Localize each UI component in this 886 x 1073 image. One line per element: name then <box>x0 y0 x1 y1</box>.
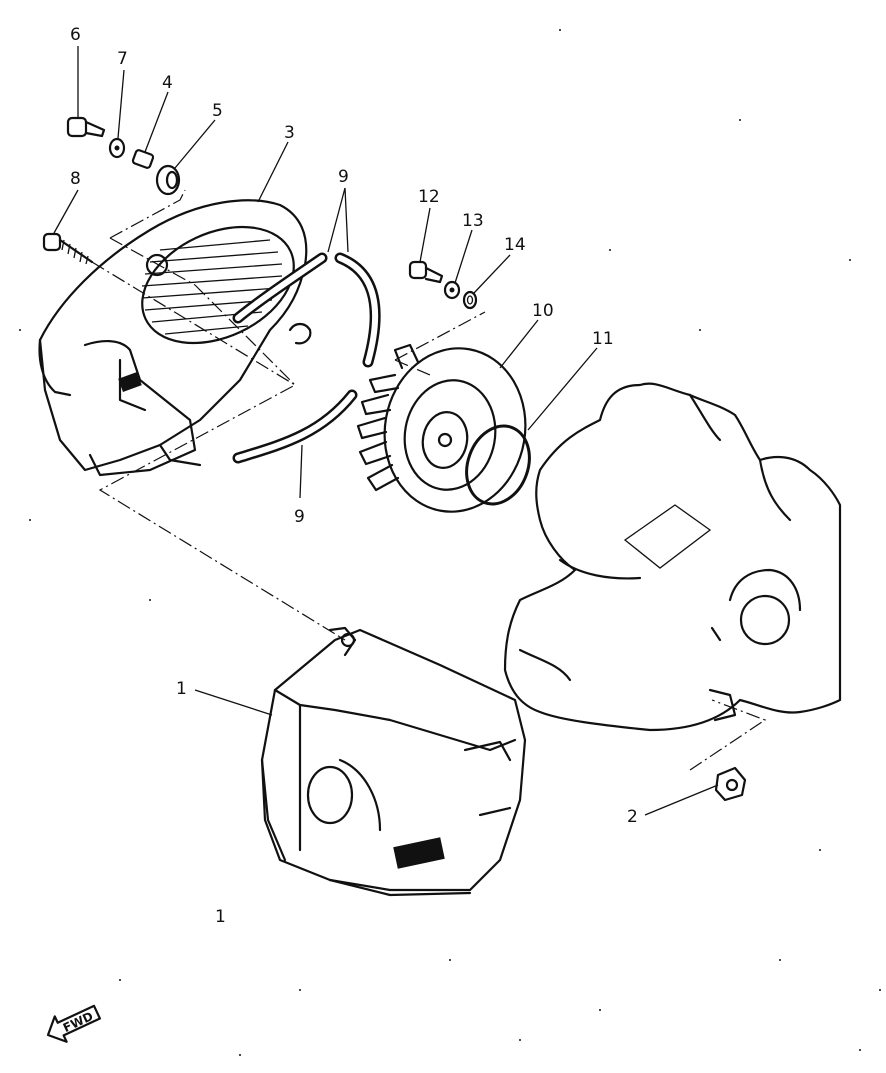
callout-2: 2 <box>627 807 638 827</box>
fan-cover-part-3 <box>38 199 312 477</box>
callout-1: 1 <box>176 679 187 699</box>
scan-specks <box>19 29 881 1056</box>
callout-labels: 6 7 4 5 3 8 9 9 12 13 14 10 11 1 1 2 <box>70 25 638 927</box>
washer-part-13 <box>443 280 461 300</box>
bolt-part-12 <box>408 260 444 284</box>
callout-14: 14 <box>504 235 526 255</box>
assembly-lines <box>91 189 767 771</box>
engine-crankcase <box>503 382 842 732</box>
fwd-arrow-badge: FWD <box>46 1004 101 1043</box>
callout-13: 13 <box>462 211 484 231</box>
callout-9-top: 9 <box>338 167 349 187</box>
hose-part-9 <box>232 252 381 464</box>
callout-1-lower: 1 <box>215 907 226 927</box>
screw-part-8 <box>42 232 94 265</box>
callout-3: 3 <box>284 123 295 143</box>
cylinder-shroud-part-1 <box>260 626 527 897</box>
callout-11: 11 <box>592 329 614 349</box>
leader-lines <box>53 46 719 816</box>
callout-5: 5 <box>212 101 223 121</box>
bolt-part-6 <box>66 116 106 138</box>
grommet-part-5 <box>155 164 181 196</box>
callout-6: 6 <box>70 25 81 45</box>
callout-9-bottom: 9 <box>294 507 305 527</box>
washer-part-14 <box>462 290 478 310</box>
flywheel-fan-part-10 <box>356 343 527 513</box>
o-ring-part-11 <box>465 424 531 506</box>
callout-7: 7 <box>117 49 128 69</box>
callout-8: 8 <box>70 169 81 189</box>
collar-part-4 <box>131 149 155 169</box>
callout-10: 10 <box>532 301 554 321</box>
callout-12: 12 <box>418 187 440 207</box>
nut-part-2 <box>714 766 747 802</box>
washer-part-7 <box>108 137 126 159</box>
forward-arrow-icon <box>46 1004 101 1043</box>
callout-4: 4 <box>162 73 173 93</box>
